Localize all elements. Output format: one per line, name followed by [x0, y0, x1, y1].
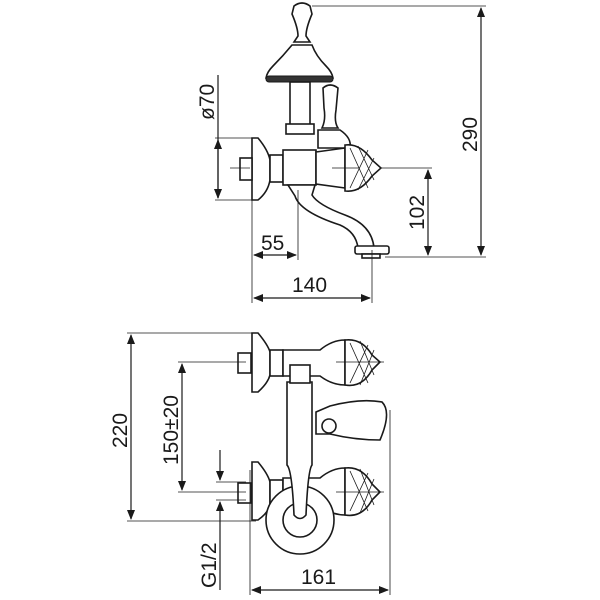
- dim-centers: 150±20: [160, 395, 183, 465]
- side-view-dimensions: 290 102 ø70 55 140: [196, 5, 486, 303]
- lower-inlet-nut: [237, 482, 252, 504]
- wall-rosette: [251, 137, 271, 201]
- central-column: [286, 381, 313, 520]
- dim-total-height: 290: [459, 117, 482, 152]
- mixer-body: [282, 149, 317, 186]
- dim-spout-height: 102: [406, 195, 429, 230]
- dim-height: 220: [109, 413, 132, 448]
- upper-rosette: [251, 332, 271, 393]
- dim-diameter: ø70: [196, 84, 219, 120]
- inlet-nut: [239, 157, 253, 181]
- shower-head: [265, 44, 334, 79]
- front-view-dimensions: 220 150±20 G1/2 161: [109, 332, 391, 595]
- front-view-faucet: [237, 332, 388, 555]
- shower-hook: [291, 2, 313, 43]
- dim-connection: G1/2: [198, 542, 221, 588]
- handshower-holder: [320, 84, 340, 129]
- side-view-faucet: [230, 2, 390, 259]
- shower-head-face: [265, 75, 334, 83]
- dim-width: 161: [301, 566, 336, 589]
- handshower-handle: [289, 81, 311, 127]
- dim-spout-offset: 55: [261, 232, 284, 255]
- spout: [286, 184, 375, 249]
- upper-inlet-nut: [237, 352, 252, 374]
- dim-projection: 140: [292, 274, 327, 297]
